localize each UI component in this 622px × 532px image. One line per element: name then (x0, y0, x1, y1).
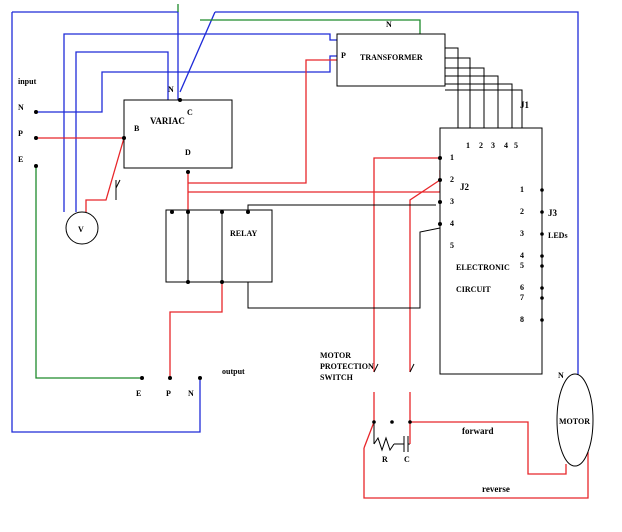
j2-pin-3: 3 (450, 197, 454, 206)
forward-label: forward (462, 426, 494, 436)
variac-label: VARIAC (150, 116, 185, 126)
relay: RELAY (165, 209, 273, 284)
variac-n-label: N (168, 85, 174, 94)
motor-n-label: N (558, 371, 564, 380)
transformer-label: TRANSFORMER (360, 53, 423, 62)
variac-b-label: B (134, 124, 140, 133)
motor-protection-label-3: SWITCH (320, 373, 354, 382)
output-e-label: E (136, 389, 141, 398)
output-label: output (222, 367, 245, 376)
j1-label: J1 (520, 100, 530, 110)
neutral-wires (11, 11, 579, 452)
variac-c-label: C (187, 108, 193, 117)
motor-protection-switch: MOTOR PROTECTION SWITCH (115, 179, 415, 382)
electronic-label: ELECTRONIC (456, 263, 510, 272)
j3-label: J3 (548, 208, 558, 218)
j2-pin-4: 4 (450, 219, 454, 228)
j3-pin-3: 3 (520, 229, 524, 238)
j2-label: J2 (460, 182, 470, 192)
input-terminals: input N P E (18, 77, 38, 168)
voltmeter-label: V (78, 225, 84, 234)
output-p-label: P (166, 389, 171, 398)
motor-label: MOTOR (559, 417, 590, 426)
leds-label: LEDs (548, 231, 568, 240)
j1-pin-1: 1 (466, 141, 470, 150)
input-n-label: N (18, 103, 24, 112)
j1-pin-3: 3 (491, 141, 495, 150)
electronic-circuit: ELECTRONIC CIRCUIT J1 1 2 3 4 5 J2 1 2 3… (438, 100, 568, 375)
motor-protection-label-1: MOTOR (320, 351, 351, 360)
output-terminals: output E P N (136, 367, 245, 398)
resistor-label: R (382, 455, 388, 464)
transformer-n-label: N (386, 20, 392, 29)
phase-wires (36, 59, 589, 499)
input-label: input (18, 77, 37, 86)
signal-wires (115, 47, 523, 309)
voltmeter: V (65, 211, 99, 245)
variac: VARIAC N C B D (122, 85, 233, 174)
j2-pin-1: 1 (450, 153, 454, 162)
j3-pin-6: 6 (520, 283, 524, 292)
input-e-label: E (18, 155, 23, 164)
resistor-capacitor: R C (372, 420, 412, 464)
reverse-label: reverse (482, 484, 510, 494)
j3-pin-7: 7 (520, 293, 524, 302)
transformer-p-label: P (341, 51, 346, 60)
j1-pin-5: 5 (514, 141, 518, 150)
motor-protection-label-2: PROTECTION (320, 362, 374, 371)
j1-pin-4: 4 (504, 141, 508, 150)
j3-pin-5: 5 (520, 261, 524, 270)
relay-label: RELAY (230, 229, 257, 238)
input-p-label: P (18, 129, 23, 138)
j3-pin-8: 8 (520, 315, 524, 324)
circuit-label: CIRCUIT (456, 285, 491, 294)
j2-pin-5: 5 (450, 241, 454, 250)
j3-pin-1: 1 (520, 185, 524, 194)
transformer: TRANSFORMER P N (336, 20, 446, 87)
motor: forward reverse MOTOR N (462, 371, 594, 494)
variac-d-label: D (185, 148, 191, 157)
capacitor-label: C (404, 455, 410, 464)
j2-pin-2: 2 (450, 175, 454, 184)
output-n-label: N (188, 389, 194, 398)
j3-pin-2: 2 (520, 207, 524, 216)
j1-pin-2: 2 (479, 141, 483, 150)
j3-pin-4: 4 (520, 251, 524, 260)
